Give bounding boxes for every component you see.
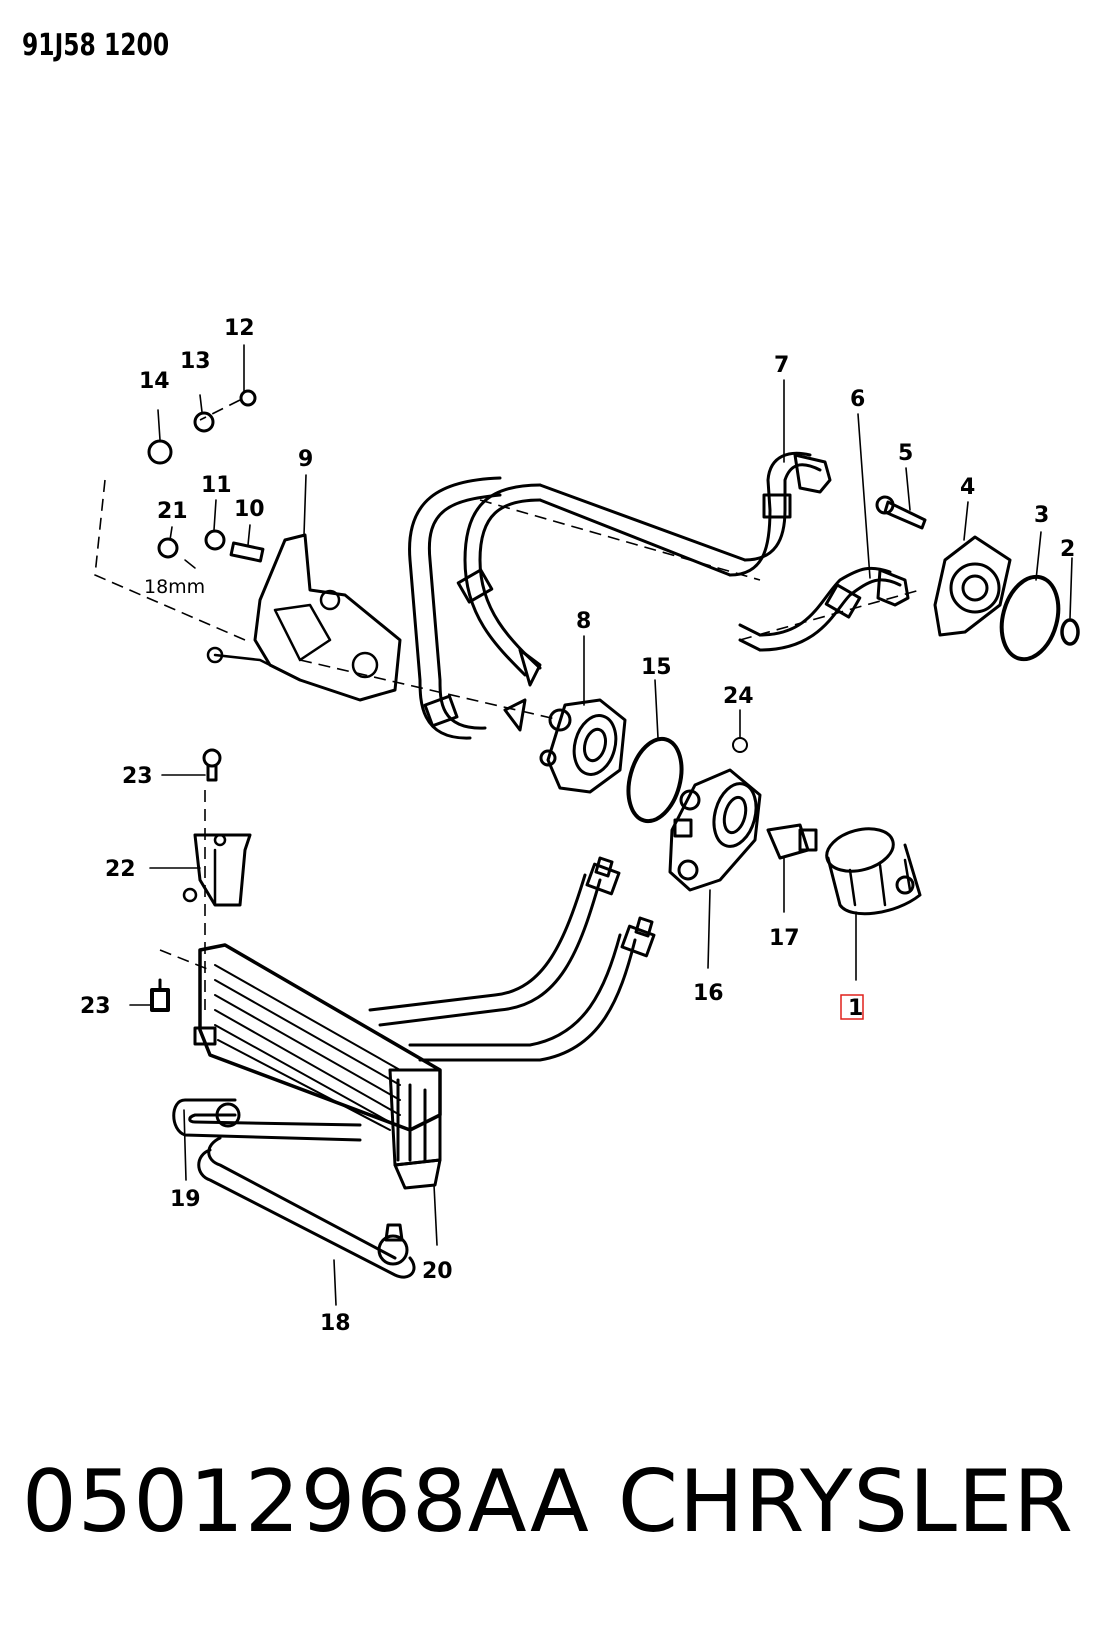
part-number: 05012968AA <box>22 1452 590 1552</box>
oil-switch-part-17 <box>766 823 818 860</box>
dashed-guide-bolt <box>159 949 211 971</box>
diagram-code: 91J58 1200 <box>22 28 170 63</box>
callout-17: 17 <box>769 926 800 951</box>
callout-1: 1 <box>848 996 863 1021</box>
adapter-part-8 <box>539 698 627 794</box>
dashed-guide-top <box>479 499 761 581</box>
callout-19: 19 <box>170 1187 201 1212</box>
callout-9: 9 <box>298 447 313 472</box>
callout-16: 16 <box>693 981 724 1006</box>
callout-23-top: 23 <box>122 764 153 789</box>
fastener-group-top-left <box>147 389 265 569</box>
callout-2: 2 <box>1060 537 1075 562</box>
callout-6: 6 <box>850 387 865 412</box>
oil-cooler-tubes-lower <box>368 856 656 1062</box>
bracket-part-9 <box>206 533 402 702</box>
washer-part-2 <box>1060 618 1080 646</box>
callout-4: 4 <box>960 475 975 500</box>
oil-cooler-core <box>193 943 442 1190</box>
o-ring-part-15 <box>626 736 684 824</box>
callout-1-highlight-box <box>840 994 864 1020</box>
ball-part-24 <box>732 737 748 753</box>
leader-lines <box>129 344 1073 1306</box>
callout-15: 15 <box>641 655 672 680</box>
o-ring-part-3 <box>999 574 1061 662</box>
dashed-guide-12 <box>199 399 241 421</box>
bolt-part-5 <box>875 495 927 530</box>
callout-23-bottom: 23 <box>80 994 111 1019</box>
callout-10: 10 <box>234 497 265 522</box>
callout-8: 8 <box>576 609 591 634</box>
callout-labels: 1 2 3 4 5 6 7 8 9 10 11 12 13 14 15 16 1… <box>80 316 1075 1336</box>
callout-3: 3 <box>1034 503 1049 528</box>
bolt-part-23-bottom <box>150 978 170 1012</box>
brand-name: CHRYSLER <box>617 1452 1074 1552</box>
callout-5: 5 <box>898 441 913 466</box>
callout-12: 12 <box>224 316 255 341</box>
callout-11: 11 <box>201 473 232 498</box>
callout-14: 14 <box>139 369 170 394</box>
callout-7: 7 <box>774 353 789 378</box>
callout-20: 20 <box>422 1259 453 1284</box>
bracket-part-22 <box>182 833 252 907</box>
filter-adapter-part-16 <box>668 768 762 892</box>
hose-parts-18-19 <box>172 1098 416 1279</box>
dimension-note: 18mm <box>144 576 205 598</box>
oil-filter-part-1 <box>825 827 922 916</box>
dashed-guide-right <box>739 589 921 641</box>
adapter-part-4 <box>933 535 1012 637</box>
callout-18: 18 <box>320 1311 351 1336</box>
fitting-7 <box>793 453 832 494</box>
callout-24: 24 <box>723 684 754 709</box>
fitting-6 <box>876 568 910 607</box>
oil-cooler-tubes-upper <box>408 451 902 740</box>
dashed-guide-left <box>94 479 246 641</box>
callout-21: 21 <box>157 499 188 524</box>
dashed-guide-mid <box>299 659 561 721</box>
bolt-part-23-top <box>202 748 222 782</box>
callout-22: 22 <box>105 857 136 882</box>
callout-13: 13 <box>180 349 211 374</box>
